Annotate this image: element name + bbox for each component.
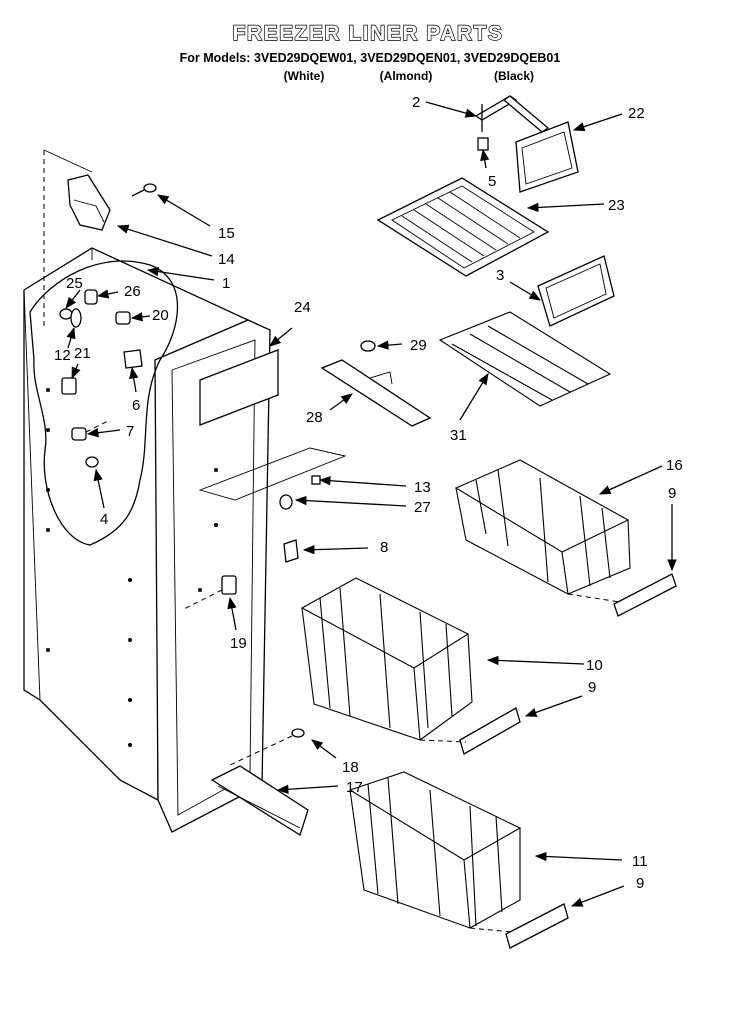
part-20-thermostat (115, 311, 131, 325)
part-9-guide-lower (469, 903, 569, 949)
callout-3: 3 (496, 267, 504, 284)
callout-9-upper: 9 (668, 485, 676, 502)
part-21-clip (61, 377, 77, 395)
part-27-retainer (279, 494, 293, 510)
part-10-basket (300, 577, 473, 741)
callout-27: 27 (414, 499, 431, 516)
callout-28: 28 (306, 409, 323, 426)
liner-mounting-holes (46, 388, 218, 747)
callout-2: 2 (412, 94, 420, 111)
models-line: For Models: 3VED29DQEW01, 3VED29DQEN01, … (180, 51, 561, 65)
callout-11: 11 (632, 853, 648, 870)
diagram-title: FREEZER LINER PARTS (233, 22, 504, 45)
callout-5: 5 (488, 173, 496, 190)
callout-4: 4 (100, 511, 108, 528)
callout-31: 31 (450, 427, 467, 444)
callout-26: 26 (124, 283, 141, 300)
color-black: (Black) (494, 69, 534, 83)
color-white: (White) (284, 69, 325, 83)
callout-23: 23 (608, 197, 625, 214)
part-22-panel (515, 121, 579, 193)
callout-13: 13 (414, 479, 431, 496)
callout-7: 7 (126, 423, 134, 440)
part-5-screw (477, 137, 489, 151)
part-9-guide-middle (419, 707, 521, 755)
callout-21: 21 (74, 345, 91, 362)
part-28-bracket (320, 359, 432, 427)
callout-17: 17 (346, 779, 363, 796)
part-23-shelf (376, 177, 550, 277)
part-9-guide-upper (567, 573, 677, 617)
part-4-button (85, 456, 99, 468)
part-26-switch (84, 289, 98, 305)
part-18-screw (229, 728, 305, 766)
part-31-wire-shelf (438, 311, 612, 407)
part-15-screw (131, 183, 157, 197)
part-3-panel (537, 255, 615, 327)
callout-16: 16 (666, 457, 683, 474)
callout-20: 20 (152, 307, 169, 324)
callout-22: 22 (628, 105, 645, 122)
part-19-latch (181, 575, 237, 611)
callout-15: 15 (218, 225, 235, 242)
part-6-hinge (123, 349, 143, 369)
part-8-clip (283, 539, 299, 563)
part-14-bracket (67, 174, 111, 231)
part-12-socket (70, 308, 82, 328)
callout-29: 29 (410, 337, 427, 354)
part-16-basket (454, 459, 631, 595)
part-11-basket (348, 771, 522, 929)
callout-24: 24 (294, 299, 311, 316)
callout-8: 8 (380, 539, 388, 556)
part-13-cover (198, 447, 347, 501)
part-25-bulb (59, 308, 73, 320)
part-24-trim (199, 349, 279, 426)
leader-lines (65, 101, 677, 907)
callout-6: 6 (132, 397, 140, 414)
callout-12: 12 (54, 347, 71, 364)
color-almond: (Almond) (380, 69, 433, 83)
part-29-screw (360, 340, 376, 352)
callout-19: 19 (230, 635, 247, 652)
callout-10: 10 (586, 657, 603, 674)
callout-labels: 15 14 1 2 22 5 23 3 24 25 26 20 12 21 6 … (54, 94, 683, 892)
part-2-rail (474, 95, 550, 133)
callout-9-middle: 9 (588, 679, 596, 696)
part-17-trim (210, 765, 309, 836)
part-13-screw (311, 475, 321, 485)
callout-25: 25 (66, 275, 83, 292)
callout-9-lower: 9 (636, 875, 644, 892)
callout-18: 18 (342, 759, 359, 776)
callout-14: 14 (218, 251, 235, 268)
callout-1: 1 (222, 275, 230, 292)
